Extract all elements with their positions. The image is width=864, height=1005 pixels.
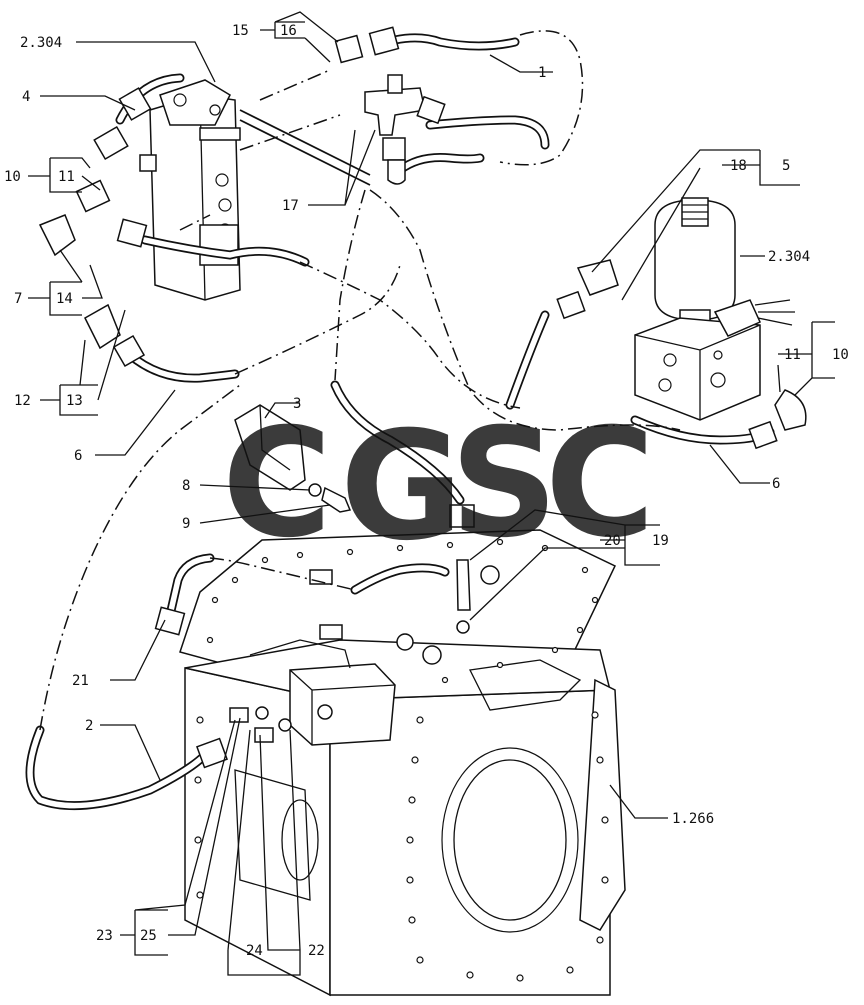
callout-21: 21 <box>72 673 89 689</box>
callout-4: 4 <box>22 89 30 105</box>
callout-9: 9 <box>182 516 190 532</box>
callout-2304-top: 2.304 <box>20 35 62 51</box>
callout-24: 24 <box>246 943 263 959</box>
housing-bolt-holes <box>194 711 609 982</box>
watermark-logo: C G S C <box>222 397 655 574</box>
callout-1: 1 <box>538 65 546 81</box>
fittings <box>38 26 807 769</box>
callout-12: 12 <box>14 393 31 409</box>
watermark-letter-c2: C <box>545 397 655 571</box>
callout-11-right: 11 <box>784 347 801 363</box>
routing-lines <box>39 30 681 731</box>
callout-7: 7 <box>14 291 22 307</box>
watermark-letter-c1: C <box>222 397 332 571</box>
watermark-letter-g: G <box>340 400 463 574</box>
callout-1266: 1.266 <box>672 811 714 827</box>
callout-11-left: 11 <box>58 169 75 185</box>
callout-23: 23 <box>96 928 113 944</box>
callout-19: 19 <box>652 533 669 549</box>
callout-22: 22 <box>308 943 325 959</box>
callout-6-left: 6 <box>74 448 82 464</box>
leader-lines <box>28 11 835 976</box>
callout-3: 3 <box>293 396 301 412</box>
callout-18: 18 <box>730 158 747 174</box>
callout-2: 2 <box>85 718 93 734</box>
callout-20: 20 <box>604 533 621 549</box>
callout-15: 15 <box>232 23 249 39</box>
watermark-letter-s: S <box>450 397 558 571</box>
callout-8: 8 <box>182 478 190 494</box>
callout-13: 13 <box>66 393 83 409</box>
callout-17: 17 <box>282 198 299 214</box>
callout-14: 14 <box>56 291 73 307</box>
callout-5: 5 <box>782 158 790 174</box>
callout-2304-right: 2.304 <box>768 249 810 265</box>
callout-10-right: 10 <box>832 347 849 363</box>
callout-16: 16 <box>280 23 297 39</box>
callout-25: 25 <box>140 928 157 944</box>
accumulator-assembly <box>634 197 795 421</box>
callout-10-left: 10 <box>4 169 21 185</box>
callout-6-right: 6 <box>772 476 780 492</box>
valve-block-assembly <box>149 79 241 301</box>
callout-labels: 2.304 4 10 11 7 14 12 13 6 15 16 1 17 18… <box>4 23 849 959</box>
plate-bolt-holes <box>206 538 599 684</box>
